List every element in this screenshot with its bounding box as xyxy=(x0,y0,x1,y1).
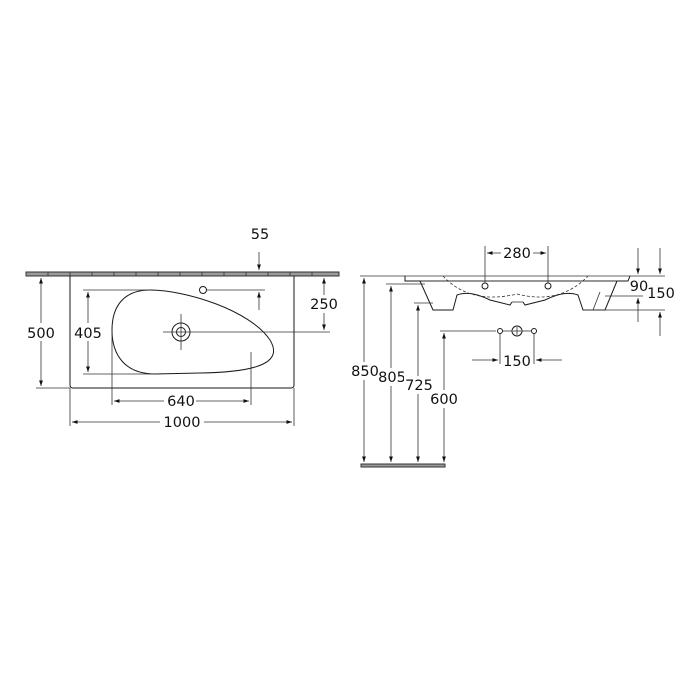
tap-left-icon xyxy=(481,282,489,290)
dim-waste-spacing: 150 xyxy=(503,354,531,370)
tap-right-icon xyxy=(544,282,552,290)
bowl-hidden-line xyxy=(442,275,589,298)
bowl-outline xyxy=(111,289,275,375)
dim-drain-from-wall: 250 xyxy=(310,297,338,313)
dim-bowl-depth: 405 xyxy=(74,326,102,342)
wall-ticks xyxy=(47,272,313,276)
dim-tap-spacing: 280 xyxy=(503,246,531,262)
wall-strip xyxy=(25,271,340,277)
waste-connection-icon xyxy=(497,325,537,337)
plan-view: 500 405 640 1000 55 250 xyxy=(25,227,340,431)
dim-basin-height: 150 xyxy=(647,286,675,302)
basin-left-body xyxy=(419,280,513,311)
basin-top xyxy=(404,275,631,282)
dim-overall-width: 1000 xyxy=(164,415,201,431)
dim-rim-height: 805 xyxy=(378,370,406,386)
dim-tap-hole-from-wall: 55 xyxy=(251,227,269,243)
side-view: 280 90 150 850 805 725 600 xyxy=(351,244,675,468)
floor-strip xyxy=(360,463,446,468)
basin-outline xyxy=(69,276,295,389)
dim-waste-height: 600 xyxy=(430,392,458,408)
dim-rim-thickness: 90 xyxy=(630,279,648,295)
dim-underside-height: 725 xyxy=(405,378,433,394)
dim-bowl-width: 640 xyxy=(167,394,195,410)
basin-right-body xyxy=(522,280,618,311)
tap-hole-icon xyxy=(199,286,207,294)
drain-icon xyxy=(163,314,199,350)
dim-top-height: 850 xyxy=(351,364,379,380)
dim-overall-depth: 500 xyxy=(27,326,55,342)
